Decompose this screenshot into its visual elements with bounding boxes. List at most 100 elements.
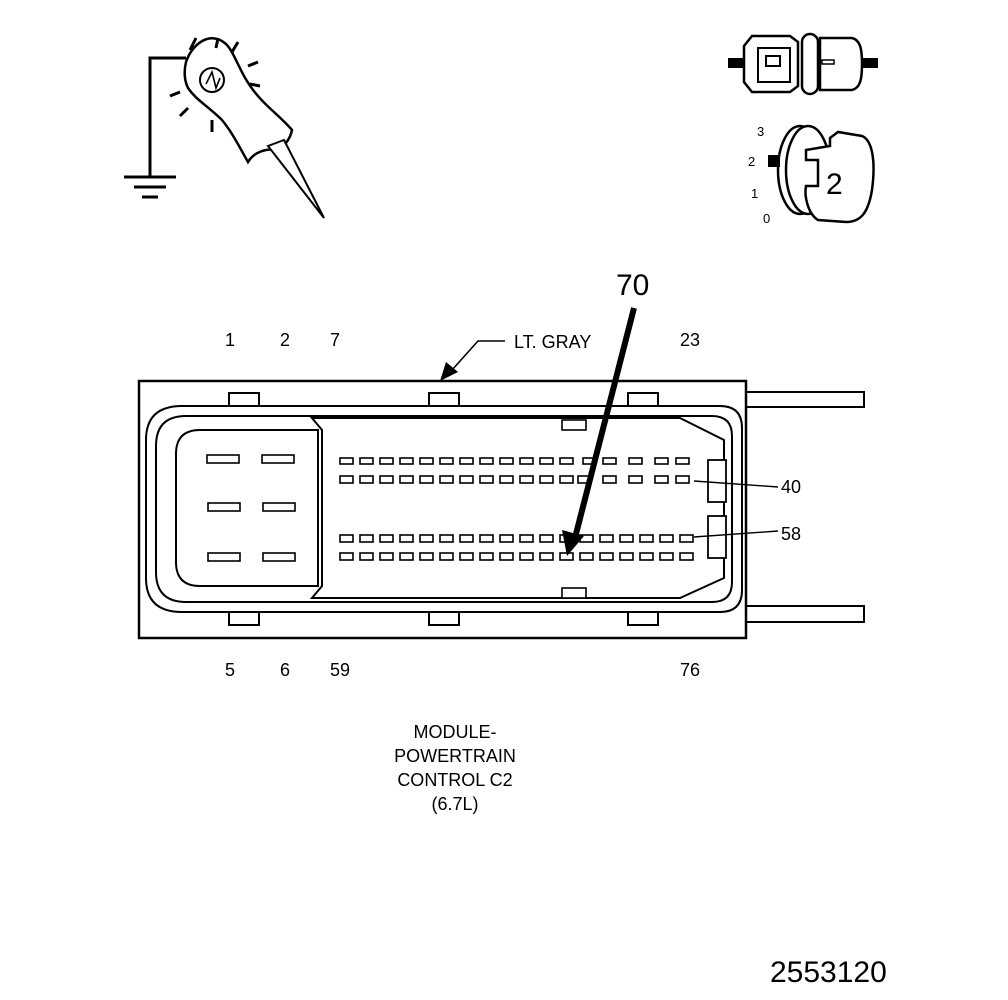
signal-pin-cavity: [659, 534, 674, 543]
signal-pin-cavity: [479, 552, 494, 561]
connector-face: [137, 379, 865, 640]
signal-pin-cavity: [639, 552, 654, 561]
ignition-position-3: 3: [757, 124, 764, 139]
ground-symbol-icon: [124, 175, 176, 199]
pin-label-23: 23: [680, 330, 700, 350]
title-line-3: CONTROL C2: [397, 770, 512, 790]
pin-label-1: 1: [225, 330, 235, 350]
signal-pin-cavity: [479, 475, 494, 484]
ignition-position-2: 2: [748, 154, 755, 169]
signal-pin-cavity: [559, 552, 574, 561]
signal-pin-cavity: [339, 552, 354, 561]
title-line-4: (6.7L): [431, 794, 478, 814]
signal-pin-cavity: [599, 534, 614, 543]
pin-label-6: 6: [280, 660, 290, 680]
connector-disconnected-icon: [728, 32, 878, 96]
pin-label-5: 5: [225, 660, 235, 680]
pin-label-59: 59: [330, 660, 350, 680]
connector-title: MODULE- POWERTRAIN CONTROL C2 (6.7L): [394, 722, 516, 814]
signal-pin-cavity: [339, 475, 354, 484]
signal-pin-cavity: [399, 475, 414, 484]
ignition-position-0: 0: [763, 211, 770, 226]
title-line-2: POWERTRAIN: [394, 746, 516, 766]
ignition-key-icon: 2 3 2 1 0: [748, 124, 875, 226]
signal-pin-cavity: [379, 534, 394, 543]
pin-label-76: 76: [680, 660, 700, 680]
pin-label-58: 58: [781, 524, 801, 544]
signal-pin-cavity: [419, 552, 434, 561]
test-light-probe-icon: [148, 37, 325, 219]
signal-pin-cavity: [539, 552, 554, 561]
signal-pin-cavity: [459, 457, 474, 465]
signal-pin-cavity: [519, 552, 534, 561]
signal-pin-cavity: [399, 534, 414, 543]
signal-pin-cavity: [359, 552, 374, 561]
signal-pin-cavity: [439, 475, 454, 484]
signal-pin-cavity: [359, 534, 374, 543]
signal-pin-cavity: [639, 534, 654, 543]
signal-pin-cavity: [675, 457, 690, 465]
signal-pin-cavity: [439, 552, 454, 561]
signal-pin-cavity: [499, 457, 514, 465]
signal-pin-cavity: [628, 457, 643, 465]
signal-pin-cavity: [479, 457, 494, 465]
signal-pin-cavity: [602, 475, 617, 484]
signal-pin-cavities: [339, 457, 694, 561]
ignition-position-1: 1: [751, 186, 758, 201]
signal-pin-cavity: [359, 457, 374, 465]
signal-pin-cavity: [519, 457, 534, 465]
signal-pin-cavity: [419, 457, 434, 465]
highlighted-pin-callout: 70: [562, 269, 649, 556]
signal-pin-cavity: [439, 457, 454, 465]
signal-pin-cavity: [654, 457, 669, 465]
signal-pin-cavity: [419, 475, 434, 484]
signal-pin-cavity: [539, 534, 554, 543]
pin-label-40: 40: [781, 477, 801, 497]
signal-pin-cavity: [459, 475, 474, 484]
signal-pin-cavity: [599, 552, 614, 561]
power-pin-cavities: [206, 454, 296, 562]
signal-pin-cavity: [499, 534, 514, 543]
title-line-1: MODULE-: [413, 722, 496, 742]
signal-pin-cavity: [539, 457, 554, 465]
signal-pin-cavity: [379, 457, 394, 465]
signal-pin-cavity: [439, 534, 454, 543]
highlighted-pin-number: 70: [616, 269, 649, 302]
signal-pin-cavity: [679, 552, 694, 561]
signal-pin-cavity: [619, 534, 634, 543]
signal-pin-cavity: [628, 475, 643, 484]
figure-reference-number: 2553120: [770, 956, 887, 989]
signal-pin-cavity: [499, 475, 514, 484]
signal-pin-cavity: [339, 457, 354, 465]
signal-pin-cavity: [459, 534, 474, 543]
signal-pin-cavity: [399, 457, 414, 465]
signal-pin-cavity: [602, 457, 617, 465]
signal-pin-cavity: [479, 534, 494, 543]
signal-pin-cavity: [675, 475, 690, 484]
pin-label-7: 7: [330, 330, 340, 350]
housing-color-callout: LT. GRAY: [440, 332, 591, 381]
signal-pin-cavity: [399, 552, 414, 561]
ignition-current-position: 2: [826, 168, 843, 201]
pin-label-2: 2: [280, 330, 290, 350]
signal-pin-cavity: [459, 552, 474, 561]
pin-number-labels: 1 2 7 23 5 6 59 76 40 58: [225, 330, 801, 680]
housing-color-label: LT. GRAY: [514, 332, 591, 352]
signal-pin-cavity: [379, 552, 394, 561]
signal-pin-cavity: [519, 534, 534, 543]
signal-pin-cavity: [379, 475, 394, 484]
signal-pin-cavity: [499, 552, 514, 561]
signal-pin-cavity: [679, 534, 694, 543]
signal-pin-cavity: [359, 475, 374, 484]
signal-pin-cavity: [419, 534, 434, 543]
signal-pin-cavity: [559, 457, 574, 465]
signal-pin-cavity: [659, 552, 674, 561]
signal-pin-cavity: [519, 475, 534, 484]
signal-pin-cavity: [654, 475, 669, 484]
signal-pin-cavity: [539, 475, 554, 484]
signal-pin-cavity: [619, 552, 634, 561]
signal-pin-cavity: [579, 552, 594, 561]
signal-pin-cavity: [559, 475, 574, 484]
signal-pin-cavity: [339, 534, 354, 543]
